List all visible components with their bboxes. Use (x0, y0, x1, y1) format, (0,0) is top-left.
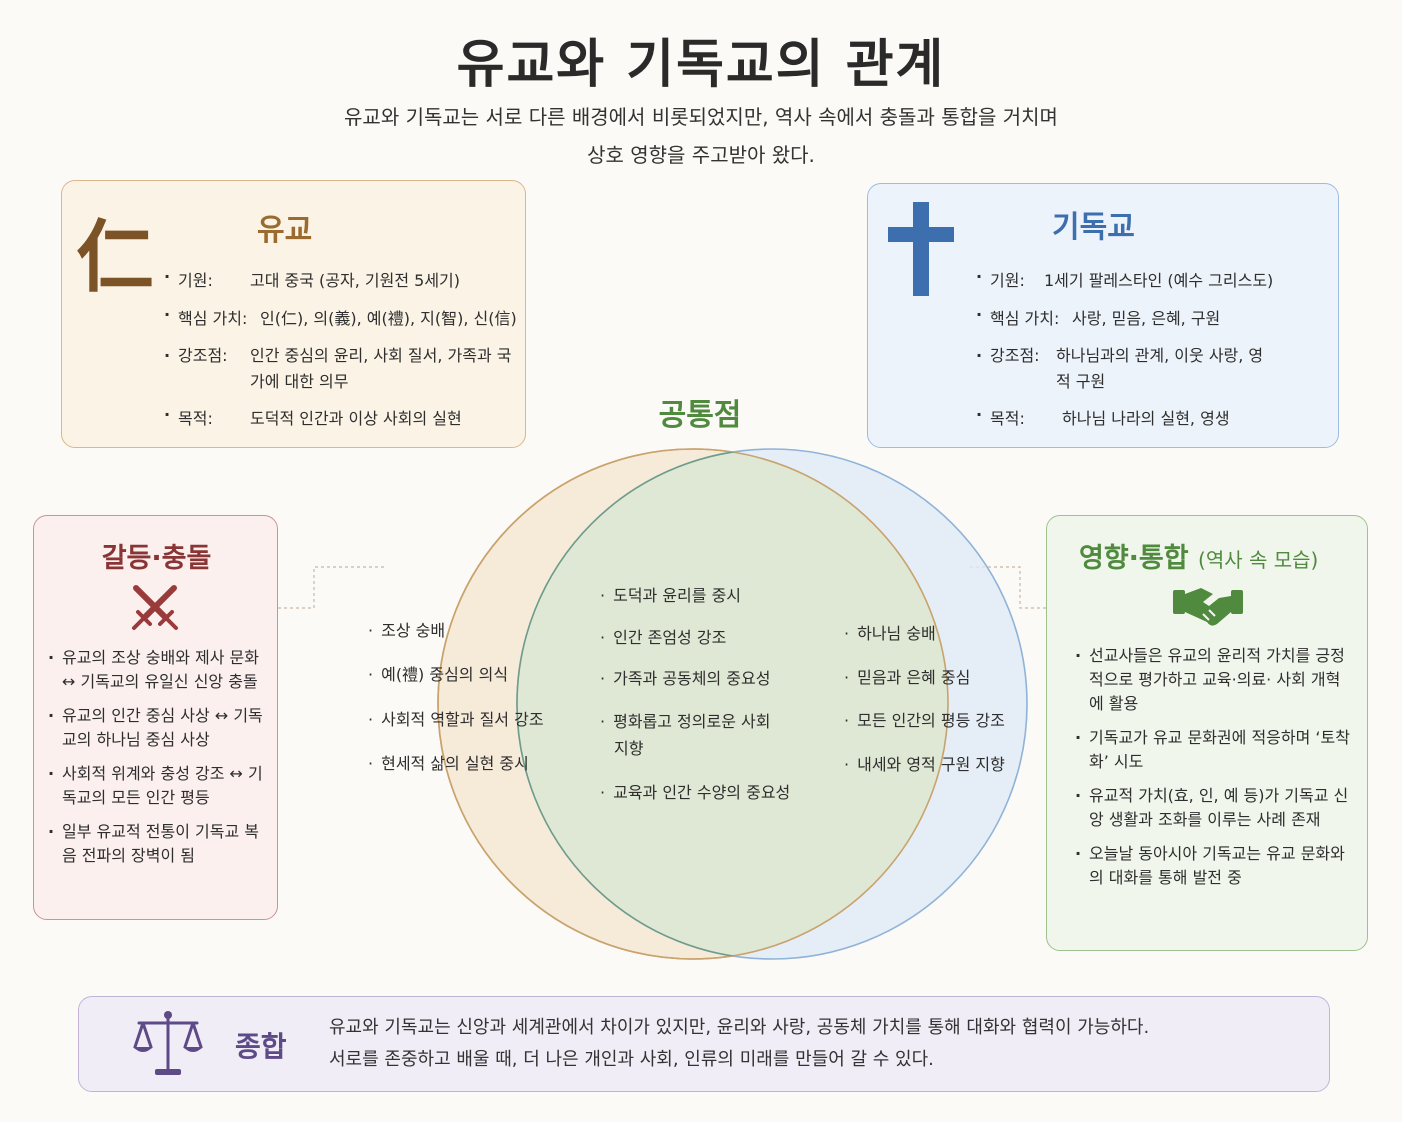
influence-subtitle: (역사 속 모습) (1198, 548, 1319, 572)
list-item: 기원:고대 중국 (공자, 기원전 5세기) (162, 267, 517, 305)
christianity-box: 기독교 기원:1세기 팔레스타인 (예수 그리스도) 핵심 가치:사랑, 믿음,… (867, 183, 1339, 448)
venn-right-item: ·모든 인간의 평등 강조 (844, 711, 1005, 730)
venn-diagram (437, 448, 1028, 960)
venn-left-item: ·예(禮) 중심의 의식 (368, 665, 509, 684)
list-item: 유교의 조상 숭배와 제사 문화 ↔ 기독교의 유일신 신앙 충돌 (46, 646, 268, 694)
conflict-list: 유교의 조상 숭배와 제사 문화 ↔ 기독교의 유일신 신앙 충돌 유교의 인간… (46, 646, 268, 868)
conflict-box: 갈등·충돌 유교의 조상 숭배와 제사 문화 ↔ 기독교의 유일신 신앙 충돌 … (33, 515, 278, 920)
list-item: 강조점:인간 중심의 윤리, 사회 질서, 가족과 국가에 대한 의무 (162, 343, 517, 405)
list-item: 핵심 가치:인(仁), 의(義), 예(禮), 지(智), 신(信) (162, 305, 517, 343)
list-item: 유교의 인간 중심 사상 ↔ 기독교의 하나님 중심 사상 (46, 704, 268, 752)
list-item: 오늘날 동아시아 기독교는 유교 문화와의 대화를 통해 발전 중 (1073, 842, 1353, 890)
list-item: 목적:도덕적 인간과 이상 사회의 실현 (162, 405, 517, 429)
venn-center-item: ·교육과 인간 수양의 중요성 (600, 783, 791, 802)
summary-text: 유교와 기독교는 신앙과 세계관에서 차이가 있지만, 윤리와 사랑, 공동체 … (329, 1012, 1149, 1076)
subtitle-line-2: 상호 영향을 주고받아 왔다. (587, 143, 815, 167)
list-item: 선교사들은 유교의 윤리적 가치를 긍정적으로 평가하고 교육·의료· 사회 개… (1073, 644, 1353, 716)
venn-right-item: ·내세와 영적 구원 지향 (844, 755, 1005, 774)
list-item: 사회적 위계와 충성 강조 ↔ 기독교의 모든 인간 평등 (46, 762, 268, 810)
venn-center-item: ·인간 존엄성 강조 (600, 628, 727, 647)
page-subtitle: 유교와 기독교는 서로 다른 배경에서 비롯되었지만, 역사 속에서 충돌과 통… (0, 98, 1402, 174)
venn-left-item: ·조상 숭배 (368, 621, 446, 640)
summary-box: 종합 유교와 기독교는 신앙과 세계관에서 차이가 있지만, 윤리와 사랑, 공… (78, 996, 1330, 1092)
handshake-icon (1173, 588, 1243, 626)
common-title: 공통점 (658, 398, 742, 433)
venn-center-item: ·가족과 공동체의 중요성 (600, 669, 771, 688)
intersection-region (517, 449, 948, 959)
christianity-list: 기원:1세기 팔레스타인 (예수 그리스도) 핵심 가치:사랑, 믿음, 은혜,… (974, 267, 1329, 429)
summary-line-2: 서로를 존중하고 배울 때, 더 나은 개인과 사회, 인류의 미래를 만들어 … (329, 1049, 934, 1070)
crossed-swords-icon (132, 585, 178, 630)
venn-left-item: ·사회적 역할과 질서 강조 (368, 710, 544, 729)
confucianism-title: 유교 (257, 213, 313, 248)
summary-line-1: 유교와 기독교는 신앙과 세계관에서 차이가 있지만, 윤리와 사랑, 공동체 … (329, 1017, 1150, 1038)
list-item: 기원:1세기 팔레스타인 (예수 그리스도) (974, 267, 1329, 305)
venn-left-item: ·현세적 삶의 실현 중시 (368, 754, 529, 773)
list-item: 기독교가 유교 문화권에 적응하며 ‘토착화’ 시도 (1073, 726, 1353, 774)
influence-box: 영향·통합 (역사 속 모습) 선교사들은 유교의 윤리적 가치를 긍정적으로 … (1046, 515, 1368, 951)
page-title: 유교와 기독교의 관계 (456, 35, 946, 95)
christianity-title: 기독교 (1052, 210, 1135, 245)
influence-list: 선교사들은 유교의 윤리적 가치를 긍정적으로 평가하고 교육·의료· 사회 개… (1073, 644, 1353, 890)
list-item: 목적:하나님 나라의 실현, 영생 (974, 405, 1329, 429)
subtitle-line-1: 유교와 기독교는 서로 다른 배경에서 비롯되었지만, 역사 속에서 충돌과 통… (344, 105, 1058, 129)
venn-right-item: ·믿음과 은혜 중심 (844, 668, 971, 687)
summary-title: 종합 (235, 1030, 287, 1063)
venn-right-item: ·하나님 숭배 (844, 624, 936, 643)
list-item: 유교적 가치(효, 인, 예 등)가 기독교 신앙 생활과 조화를 이루는 사례… (1073, 784, 1353, 832)
confucianism-box: 仁 유교 기원:고대 중국 (공자, 기원전 5세기) 핵심 가치:인(仁), … (61, 180, 526, 448)
conflict-title: 갈등·충돌 (101, 543, 212, 574)
influence-title: 영향·통합 (역사 속 모습) (1079, 543, 1319, 574)
confucian-symbol-icon: 仁 (76, 212, 155, 303)
cross-icon (888, 202, 954, 296)
venn-center-item: ·도덕과 윤리를 중시 (600, 586, 742, 605)
confucianism-list: 기원:고대 중국 (공자, 기원전 5세기) 핵심 가치:인(仁), 의(義),… (162, 267, 517, 429)
list-item: 일부 유교적 전통이 기독교 복음 전파의 장벽이 됨 (46, 820, 268, 868)
list-item: 강조점:하나님과의 관계, 이웃 사랑, 영적 구원 (974, 343, 1329, 405)
scales-icon (133, 1011, 203, 1075)
list-item: 핵심 가치:사랑, 믿음, 은혜, 구원 (974, 305, 1329, 343)
venn-center-item: ·평화롭고 정의로운 사회 지향 (600, 712, 771, 758)
